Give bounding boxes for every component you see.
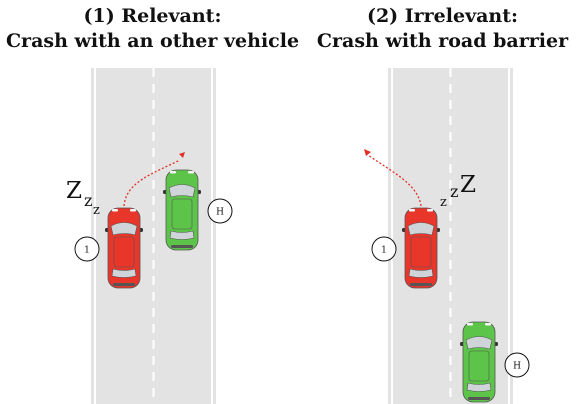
panel-1-sleep-letter-3: z — [93, 203, 100, 218]
panel-2-other-marker — [504, 352, 530, 378]
panel-1-sleep-letter-2: z — [84, 191, 92, 210]
panel-1-driver-car — [104, 207, 144, 289]
panel-1-driver-marker — [74, 236, 100, 262]
panel-2-trajectory-arrowhead — [364, 149, 371, 156]
panel-2-title-line-2: Crash with road barrier — [316, 30, 569, 52]
panel-2-other-marker-label: H — [513, 362, 521, 372]
panel-1-other-marker-label: H — [216, 208, 224, 218]
panel-2-trajectory — [367, 154, 422, 207]
panel-2-driver-marker-label: 1 — [381, 246, 387, 256]
panel-1-title-line-1: (1) Relevant: — [83, 5, 222, 27]
panel-2-sleep-letter-2: z — [450, 182, 458, 201]
panel-1-driver-marker-label: 1 — [84, 246, 90, 256]
panel-1-other-car — [162, 169, 202, 251]
panel-2-driver-car — [401, 207, 441, 289]
panel-2-title-line-1: (2) Irrelevant: — [366, 5, 519, 27]
panel-1-title-line-2: Crash with an other vehicle — [5, 30, 300, 52]
panel-1-other-marker — [207, 198, 233, 224]
panel-1-trajectory — [123, 159, 181, 207]
panel-2-sleep-letter-1: z — [440, 195, 447, 210]
panel-1-sleep-letter-1: Z — [66, 178, 82, 204]
panel-2-other-car — [459, 321, 499, 403]
panel-1-trajectory-arrowhead — [179, 152, 185, 158]
panel-2-sleep-letter-3: Z — [460, 172, 476, 198]
panel-2-driver-marker — [371, 236, 397, 262]
